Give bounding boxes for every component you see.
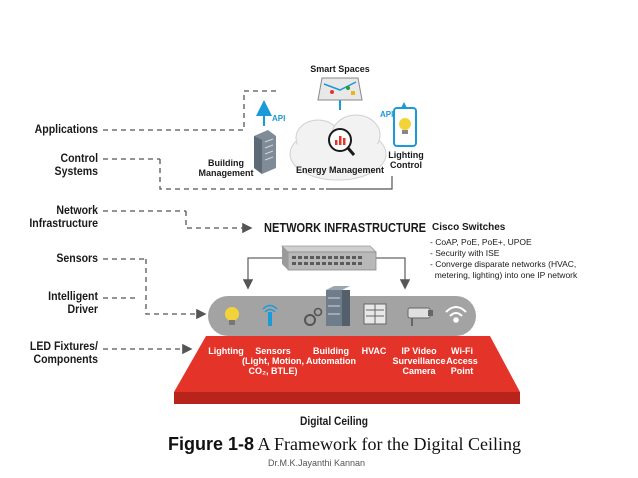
arrow-switch-left bbox=[242, 257, 283, 290]
panel-label-hvac: HVAC bbox=[361, 346, 387, 356]
figure-caption: Figure 1-8 A Framework for the Digital C… bbox=[168, 434, 521, 454]
panel-label-lighting: Lighting bbox=[208, 346, 244, 356]
label-smart-spaces: Smart Spaces bbox=[310, 64, 370, 74]
cisco-line-3: - Converge disparate networks (HVAC, bbox=[430, 259, 577, 269]
label-applications: Applications bbox=[34, 122, 98, 136]
server-tower-icon bbox=[254, 130, 276, 174]
label-building-management: Building Management bbox=[198, 158, 254, 178]
label-led-fixtures: LED Fixtures/ Components bbox=[29, 339, 98, 366]
smartphone-bulb-icon bbox=[393, 107, 417, 147]
label-api-right: API bbox=[380, 110, 394, 119]
digital-ceiling-label: Digital Ceiling bbox=[300, 414, 369, 428]
label-api-left: API bbox=[272, 114, 286, 123]
leader-lines bbox=[103, 90, 326, 355]
map-icon bbox=[317, 77, 363, 101]
label-network-infrastructure: Network Infrastructure bbox=[29, 203, 98, 230]
footer-author: Dr.M.K.Jayanthi Kannan bbox=[268, 458, 366, 468]
lightbulb-icon bbox=[225, 307, 239, 325]
label-control-systems: Control Systems bbox=[54, 151, 98, 178]
cisco-line-4: metering, lighting) into one IP network bbox=[430, 270, 578, 280]
wifi-icon bbox=[445, 306, 467, 323]
label-sensors: Sensors bbox=[56, 251, 98, 265]
arrow-switch-right bbox=[370, 257, 411, 290]
panel-label-building-automation: Building Automation bbox=[306, 346, 356, 366]
cisco-line-1: - CoAP, PoE, PoE+, UPOE bbox=[430, 237, 532, 247]
panel-label-wifi: Wi-Fi Access Point bbox=[446, 346, 478, 376]
digital-ceiling-slab-top bbox=[174, 336, 520, 392]
hvac-icon bbox=[363, 303, 387, 325]
gears-icon bbox=[304, 307, 323, 326]
network-switch-icon bbox=[281, 245, 377, 271]
panel-label-ip-video: IP Video Surveillance Camera bbox=[392, 346, 446, 376]
label-energy-management: Energy Management bbox=[295, 165, 385, 175]
building-server-icon bbox=[326, 286, 350, 326]
magnifier-chart-icon bbox=[328, 128, 356, 156]
cisco-line-2: - Security with ISE bbox=[430, 248, 500, 258]
network-infrastructure-title: NETWORK INFRASTRUCTURE bbox=[264, 220, 427, 235]
sensor-icon bbox=[262, 304, 278, 326]
cisco-switches-title: Cisco Switches bbox=[432, 222, 506, 233]
label-intelligent-driver: Intelligent Driver bbox=[48, 289, 98, 316]
panel-label-sensors: Sensors (Light, Motion, CO₂, BTLE) bbox=[242, 346, 304, 376]
digital-ceiling-slab-edge bbox=[174, 392, 520, 404]
label-lighting-control: Lighting Control bbox=[388, 150, 424, 170]
camera-icon bbox=[407, 307, 433, 326]
